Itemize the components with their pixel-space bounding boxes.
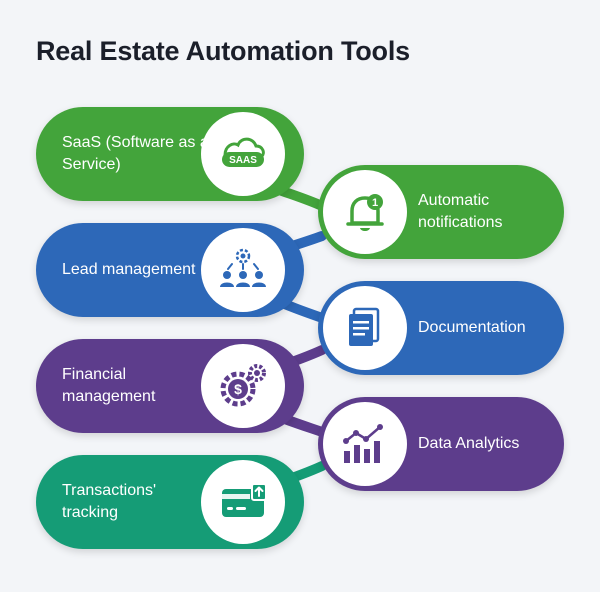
tool-documentation-label: Documentation	[418, 319, 526, 336]
tool-data-analytics: Data Analytics	[318, 397, 564, 491]
tool-transactions-tracking: Transactions' tracking	[36, 455, 304, 549]
saas-cloud-icon: SAAS	[222, 137, 265, 167]
dollar-gear-icon: $	[220, 364, 266, 407]
tool-documentation: Documentation	[318, 281, 564, 375]
team-gear-icon	[220, 248, 266, 287]
tool-transactions-tracking-label: Transactions' tracking	[62, 482, 157, 521]
tool-lead-management: Lead management	[36, 223, 304, 317]
tool-notifications-icon-circle: 1	[323, 170, 407, 254]
tool-saas-icon-circle: SAAS	[201, 112, 285, 196]
tool-documentation-icon-circle	[323, 286, 407, 370]
tool-financial-management-icon-circle: $	[201, 344, 285, 428]
saas-icon-text: SAAS	[229, 155, 257, 166]
bell-notification-icon: 1	[346, 194, 384, 231]
badge-text: 1	[372, 197, 378, 209]
tool-notifications: 1 Automatic notifications	[318, 165, 564, 259]
tool-data-analytics-icon-circle	[323, 402, 407, 486]
tool-lead-management-icon-circle	[201, 228, 285, 312]
tool-financial-management: Financial management $	[36, 339, 304, 433]
tool-lead-management-label: Lead management	[62, 261, 196, 278]
tool-notifications-label: Automatic notifications	[418, 192, 503, 231]
page-title: Real Estate Automation Tools	[36, 36, 410, 66]
tool-financial-management-label: Financial management	[62, 366, 156, 405]
tool-data-analytics-label: Data Analytics	[418, 435, 520, 452]
document-icon	[349, 307, 380, 346]
svg-text:$: $	[234, 381, 242, 397]
tool-saas: SaaS (Software as a Service) SAAS	[36, 107, 304, 201]
tool-transactions-tracking-icon-circle	[201, 460, 285, 544]
credit-card-icon	[222, 483, 267, 517]
tool-saas-label: SaaS (Software as a Service)	[62, 134, 209, 173]
bar-chart-icon	[343, 424, 383, 463]
